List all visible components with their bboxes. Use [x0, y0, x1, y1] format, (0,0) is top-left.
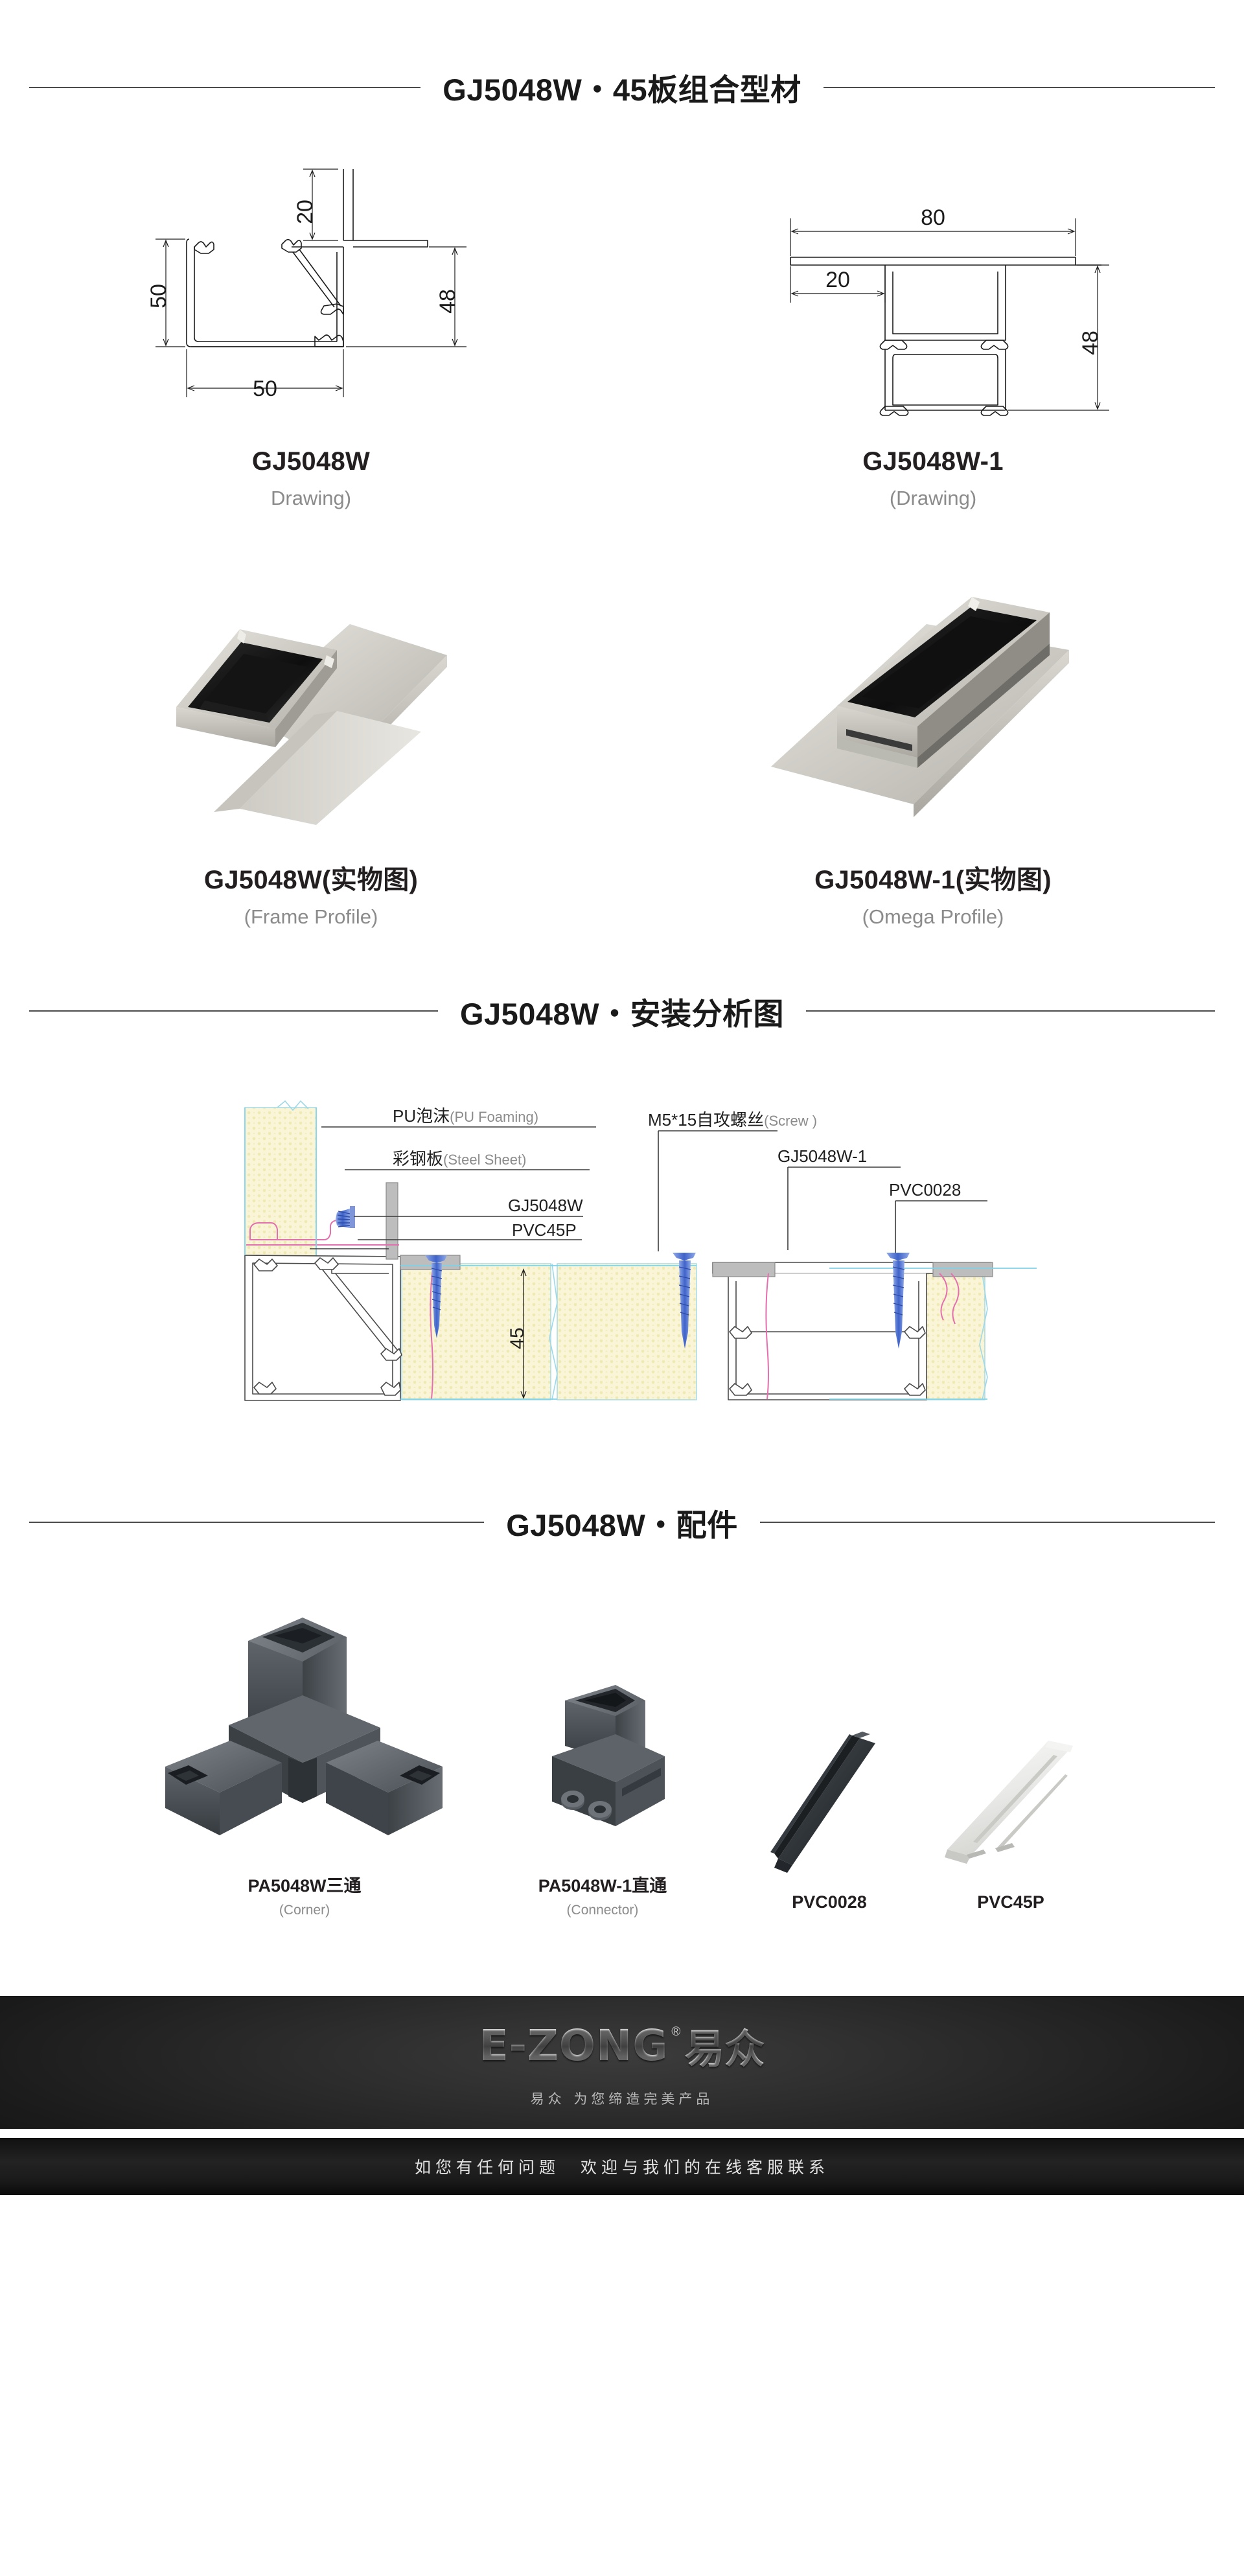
- photo-caption-gj5048w-1: GJ5048W-1(实物图): [814, 866, 1052, 895]
- drawing-caption-gj5048w: GJ5048W: [251, 447, 371, 476]
- accessory-card-pvc0028: PVC0028: [739, 1618, 920, 1918]
- pa5048w-corner-image: [165, 1617, 443, 1835]
- brand-logo-word: E-ZONG: [479, 2020, 669, 2071]
- photo-subcaption-gj5048w-1: (Omega Profile): [862, 905, 1004, 929]
- dim-48-right: 48: [435, 289, 460, 314]
- callout-pvc0028: PVC0028: [889, 1180, 961, 1200]
- photos-row: GJ5048W(实物图) (Frame Profile): [0, 553, 1244, 930]
- accessory-en-pa5048w-corner: (Corner): [279, 1902, 330, 1918]
- photo-card-gj5048w: GJ5048W(实物图) (Frame Profile): [0, 553, 622, 930]
- accessory-name-pa5048w-1-connector: PA5048W-1直通: [538, 1875, 667, 1896]
- accessory-name-pa5048w-corner: PA5048W三通: [248, 1875, 362, 1896]
- callout-pvc45p: PVC45P: [512, 1220, 577, 1240]
- accessory-name-pvc45p: PVC45P: [977, 1892, 1044, 1912]
- drawing-subcaption-gj5048w: Drawing): [270, 487, 352, 509]
- section-title-install: GJ5048W・安装分析图: [459, 996, 785, 1031]
- section-header-accessories: GJ5048W・配件: [0, 1500, 1244, 1545]
- gj5048w-technical-drawing: 20 50 48 50: [146, 168, 466, 401]
- footer-logo-banner: E-ZONG ® 易众 易众 为您缔造完美产品: [0, 1995, 1244, 2129]
- dim-50-left: 50: [146, 284, 171, 308]
- callout-gj5048w: GJ5048W: [508, 1196, 583, 1215]
- photo-caption-gj5048w: GJ5048W(实物图): [203, 866, 419, 895]
- drawing-card-gj5048w: 20 50 48 50 GJ5048W Drawing): [0, 148, 622, 511]
- header-rule-left: [29, 1522, 485, 1524]
- accessory-card-pa5048w-1-connector: PA5048W-1直通 (Connector): [466, 1597, 739, 1918]
- install-diagram-wrap: PU泡沫(PU Foaming) 彩钢板(Steel Sheet) M5*15自…: [0, 1079, 1244, 1429]
- gj5048w-1-product-photo: [771, 597, 1069, 818]
- section-header-install: GJ5048W・安装分析图: [0, 989, 1244, 1034]
- photo-subcaption-gj5048w: (Frame Profile): [244, 905, 378, 929]
- screw-mid-left: [425, 1255, 447, 1338]
- header-rule-left: [29, 86, 421, 88]
- footer-divider: [0, 2128, 1244, 2138]
- dim-20-top: 20: [293, 200, 317, 224]
- pvc45p-image: [945, 1740, 1073, 1864]
- callout-screw: M5*15自攻螺丝(Screw ): [648, 1110, 817, 1130]
- header-rule-left: [29, 1010, 438, 1012]
- accessory-card-pa5048w-corner: PA5048W三通 (Corner): [143, 1597, 466, 1918]
- drawing-card-gj5048w-1: 80 20 48 GJ5048W-1 (Drawing): [622, 148, 1244, 511]
- section-title-profiles: GJ5048W・45板组合型材: [443, 73, 801, 107]
- section-title-accessories: GJ5048W・配件: [506, 1507, 738, 1542]
- drawing-caption-gj5048w-1: GJ5048W-1: [862, 447, 1004, 476]
- install-dimension-45: 45: [507, 1327, 528, 1349]
- footer-contact-bar[interactable]: 如您有任何问题 欢迎与我们的在线客服联系: [0, 2137, 1244, 2195]
- screw-mid-right: [673, 1252, 696, 1349]
- dim-80-top: 80: [921, 205, 945, 230]
- callout-gj5048w-1: GJ5048W-1: [778, 1146, 867, 1166]
- header-rule-right: [759, 1522, 1215, 1524]
- photo-card-gj5048w-1: GJ5048W-1(实物图) (Omega Profile): [622, 553, 1244, 930]
- brand-logo-cn: 易众: [684, 2016, 765, 2074]
- footer-contact-text: 如您有任何问题 欢迎与我们的在线客服联系: [414, 2158, 829, 2177]
- accessory-card-pvc45p: PVC45P: [920, 1618, 1101, 1918]
- product-spec-page: GJ5048W・45板组合型材: [0, 65, 1244, 2195]
- brand-tagline: 易众 为您缔造完美产品: [530, 2091, 714, 2107]
- brand-logo: E-ZONG ® 易众: [479, 2016, 765, 2074]
- dim-20-inner: 20: [825, 268, 850, 292]
- drawings-row: 20 50 48 50 GJ5048W Drawing): [0, 148, 1244, 511]
- gj5048w-product-photo: [176, 624, 447, 826]
- install-analysis-diagram: PU泡沫(PU Foaming) 彩钢板(Steel Sheet) M5*15自…: [244, 1100, 1037, 1401]
- pvc0028-image: [770, 1731, 875, 1873]
- drawing-subcaption-gj5048w-1: (Drawing): [889, 487, 977, 509]
- screw-left: [336, 1205, 355, 1228]
- header-rule-right: [823, 86, 1215, 88]
- header-rule-right: [806, 1010, 1215, 1012]
- callout-pu-foam: PU泡沫(PU Foaming): [393, 1106, 538, 1126]
- accessories-row: PA5048W三通 (Corner): [0, 1597, 1244, 1918]
- callout-steel-sheet: 彩钢板(Steel Sheet): [393, 1149, 526, 1168]
- dim-50-bottom: 50: [253, 377, 277, 401]
- dim-48-right: 48: [1078, 331, 1103, 355]
- registered-trademark-icon: ®: [671, 2025, 681, 2039]
- section-header-profiles: GJ5048W・45板组合型材: [0, 65, 1244, 110]
- gj5048w-1-technical-drawing: 80 20 48: [790, 205, 1109, 416]
- pa5048w-1-connector-image: [552, 1684, 665, 1826]
- screw-right: [886, 1252, 910, 1349]
- accessory-en-pa5048w-1-connector: (Connector): [566, 1902, 639, 1918]
- accessory-name-pvc0028: PVC0028: [792, 1892, 867, 1912]
